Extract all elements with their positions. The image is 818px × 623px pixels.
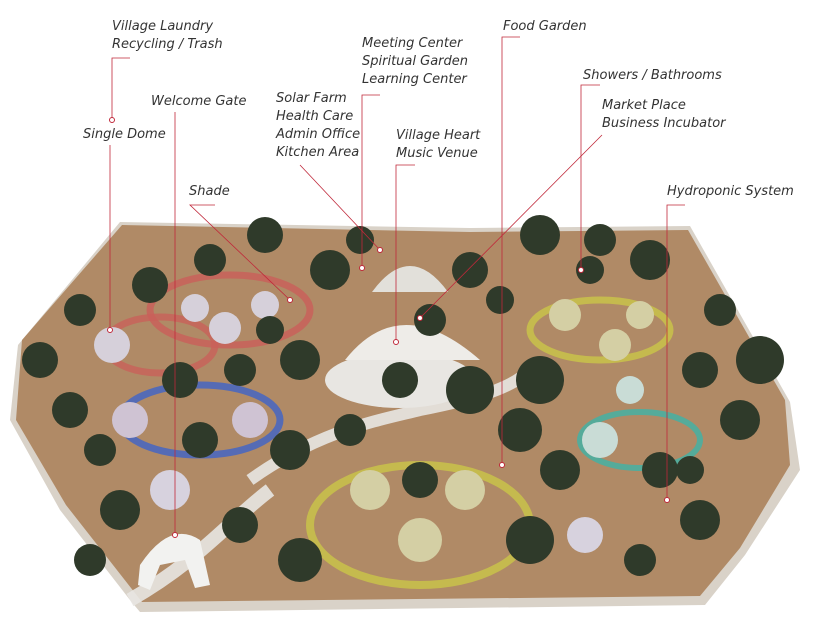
leader-line-market xyxy=(419,134,603,319)
label-line: Village Heart xyxy=(396,128,481,143)
gate-white-path xyxy=(126,484,275,607)
label-line: Solar Farm xyxy=(276,91,347,106)
dome xyxy=(181,294,209,322)
village-heart-dome xyxy=(345,325,480,360)
laundry-ring-path xyxy=(146,271,314,349)
dome xyxy=(398,518,442,562)
dome xyxy=(251,291,279,319)
dome xyxy=(445,470,485,510)
label-line: Learning Center xyxy=(362,72,467,87)
dome xyxy=(209,312,241,344)
label-meeting-center: Meeting Center Spiritual Garden Learning… xyxy=(362,35,468,89)
dome xyxy=(567,517,603,553)
label-village-laundry: Village Laundry Recycling / Trash xyxy=(112,18,223,54)
label-line: Showers / Bathrooms xyxy=(583,68,722,83)
dome xyxy=(232,402,268,438)
label-village-heart: Village Heart Music Venue xyxy=(396,127,480,163)
label-line: Health Care xyxy=(276,109,354,124)
label-line: Admin Office xyxy=(276,127,361,142)
dome xyxy=(112,402,148,438)
label-line: Market Place xyxy=(602,98,686,113)
leader-line-meeting xyxy=(361,94,380,268)
dome xyxy=(616,376,644,404)
leader-line-laundry xyxy=(111,57,130,120)
label-line: Hydroponic System xyxy=(667,184,794,199)
meeting-center-dome xyxy=(372,266,448,292)
leader-dots xyxy=(107,117,670,538)
label-line: Shade xyxy=(189,184,230,199)
dome xyxy=(350,470,390,510)
label-hydroponic-system: Hydroponic System xyxy=(667,183,794,201)
label-welcome-gate: Welcome Gate xyxy=(151,93,247,111)
leader-line-shade xyxy=(188,204,291,301)
label-line: Single Dome xyxy=(83,127,166,142)
tree-canopy-group xyxy=(22,215,784,582)
dome xyxy=(626,301,654,329)
leader-lines xyxy=(109,36,685,535)
label-showers-bathrooms: Showers / Bathrooms xyxy=(583,67,722,85)
leader-line-solar xyxy=(299,164,381,251)
dome xyxy=(582,422,618,458)
leader-line-food-garden xyxy=(501,36,520,465)
dome xyxy=(150,470,190,510)
label-food-garden: Food Garden xyxy=(503,18,587,36)
label-solar-farm: Solar Farm Health Care Admin Office Kitc… xyxy=(276,90,360,162)
dome xyxy=(599,329,631,361)
label-line: Business Incubator xyxy=(602,116,726,131)
label-line: Music Venue xyxy=(396,146,478,161)
label-line: Recycling / Trash xyxy=(112,37,223,52)
market-ring-path xyxy=(526,296,674,364)
label-line: Welcome Gate xyxy=(151,94,247,109)
label-line: Spiritual Garden xyxy=(362,54,468,69)
dome xyxy=(549,299,581,331)
label-line: Kitchen Area xyxy=(276,145,360,160)
label-shade: Shade xyxy=(189,183,230,201)
leader-line-showers xyxy=(580,84,600,270)
label-line: Food Garden xyxy=(503,19,587,34)
leader-line-hydroponic xyxy=(666,204,685,500)
label-market-place: Market Place Business Incubator xyxy=(602,97,726,133)
label-line: Meeting Center xyxy=(362,36,463,51)
welcome-gate-structure xyxy=(138,533,210,590)
label-single-dome: Single Dome xyxy=(83,126,166,144)
dome xyxy=(94,327,130,363)
showers-teal-ring-path xyxy=(577,409,703,471)
leader-line-village-heart xyxy=(395,164,415,342)
label-line: Village Laundry xyxy=(112,19,214,34)
